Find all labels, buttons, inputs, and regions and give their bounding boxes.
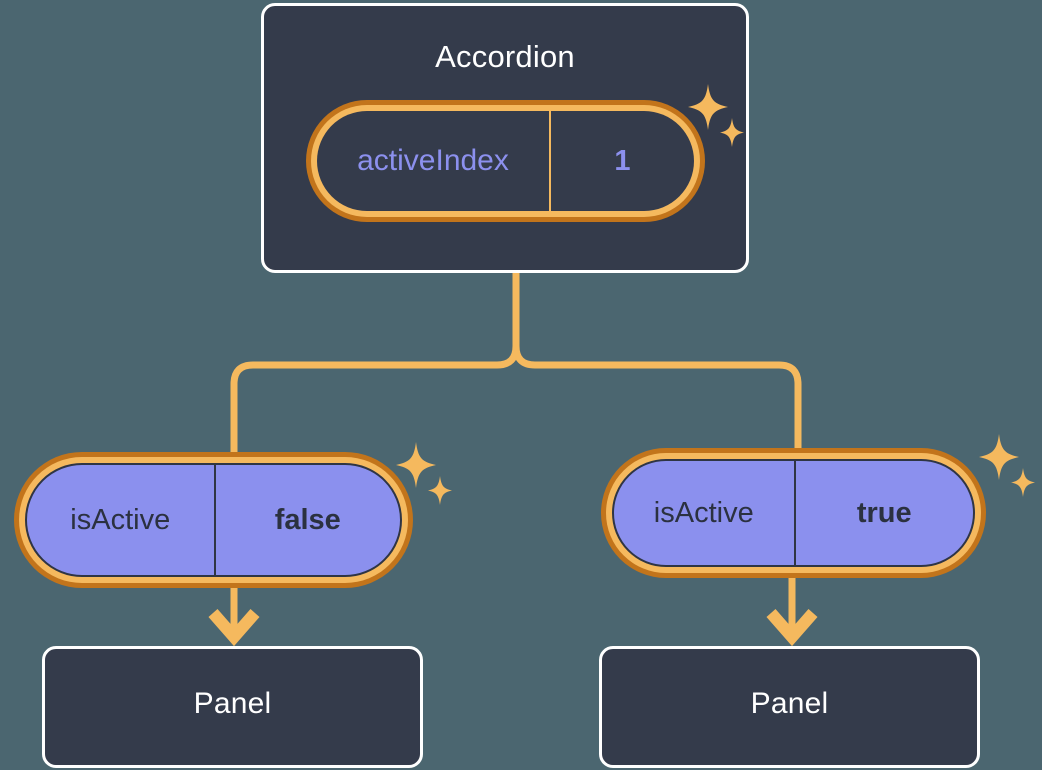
node-panel-right[interactable]: Panel (599, 646, 980, 768)
accordion-title: Accordion (435, 39, 575, 74)
sparkle-right-icon (979, 434, 1035, 497)
panel-left-title: Panel (193, 687, 272, 720)
panel-right-title: Panel (750, 687, 829, 720)
pill-body: activeIndex 1 (317, 111, 694, 211)
prop-key-is-active-left: isActive (70, 503, 171, 536)
prop-value-active-index: 1 (549, 111, 694, 211)
prop-key-active-index: activeIndex (357, 144, 509, 177)
prop-pill-is-active-true[interactable]: isActive true (601, 448, 986, 578)
pill-body: isActive true (612, 459, 975, 567)
sparkle-small-icon (1011, 468, 1035, 497)
pill-inner-ring: isActive true (606, 453, 981, 573)
connector-to-left-branch (230, 342, 520, 466)
sparkle-small-icon (428, 476, 452, 505)
prop-key-is-active-right: isActive (653, 496, 754, 529)
arrowhead-left-panel (208, 609, 260, 647)
prop-pill-active-index[interactable]: activeIndex 1 (306, 100, 705, 222)
prop-value-is-active-left: false (213, 465, 401, 575)
pill-outer-ring: isActive true (601, 448, 986, 578)
connector-to-right-branch (512, 342, 802, 466)
node-panel-left[interactable]: Panel (42, 646, 423, 768)
pill-inner-ring: activeIndex 1 (311, 105, 700, 217)
pill-outer-ring: isActive false (14, 452, 413, 588)
pill-inner-ring: isActive false (19, 457, 408, 583)
pill-body: isActive false (25, 463, 402, 577)
prop-value-is-active-right: true (793, 461, 974, 565)
pill-outer-ring: activeIndex 1 (306, 100, 705, 222)
prop-pill-is-active-false[interactable]: isActive false (14, 452, 413, 588)
arrowhead-right-panel (766, 609, 818, 647)
